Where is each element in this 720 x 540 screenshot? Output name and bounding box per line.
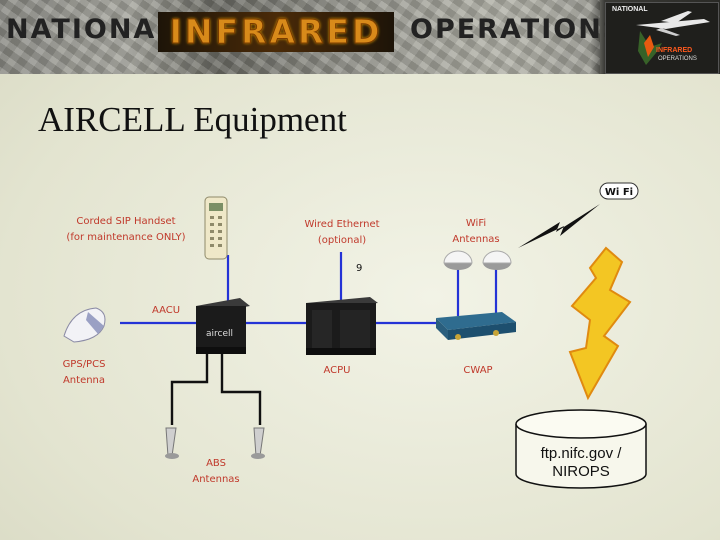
label-abs-1: ABS bbox=[206, 458, 226, 469]
label-gps-1: GPS/PCS bbox=[63, 359, 106, 370]
aacu-brand-text: aircell bbox=[206, 329, 233, 339]
server-line-1: ftp.nifc.gov / bbox=[541, 445, 623, 462]
label-ethernet-1: Wired Ethernet bbox=[304, 219, 379, 230]
wifi-antennas-icon bbox=[444, 251, 511, 270]
label-aacu: AACU bbox=[152, 305, 180, 316]
cable-mark-9: 9 bbox=[356, 263, 362, 274]
label-handset-1: Corded SIP Handset bbox=[76, 216, 175, 227]
label-acpu: ACPU bbox=[324, 365, 351, 376]
label-wifi-antennas-2: Antennas bbox=[452, 234, 499, 245]
cwap-unit-icon bbox=[436, 312, 516, 340]
server-line-2: NIROPS bbox=[552, 463, 610, 480]
wireless-signal-icon bbox=[518, 204, 600, 248]
label-handset-2: (for maintenance ONLY) bbox=[66, 232, 185, 243]
wifi-antenna-links bbox=[458, 268, 496, 316]
abs-antennas-icon bbox=[165, 428, 265, 459]
sip-handset-icon bbox=[205, 197, 227, 259]
gps-antenna-icon bbox=[64, 308, 105, 342]
label-cwap: CWAP bbox=[463, 365, 492, 376]
label-gps-2: Antenna bbox=[63, 375, 105, 386]
label-wifi-antennas-1: WiFi bbox=[466, 218, 486, 229]
abs-cables bbox=[172, 350, 260, 425]
lightning-bolt-icon bbox=[570, 248, 630, 398]
wifi-badge: Wi Fi bbox=[600, 183, 638, 199]
wifi-badge-text: Wi Fi bbox=[605, 187, 633, 198]
label-abs-2: Antennas bbox=[192, 474, 239, 485]
acpu-unit-icon bbox=[306, 297, 378, 355]
aacu-unit-icon: aircell bbox=[196, 298, 250, 354]
label-ethernet-2: (optional) bbox=[318, 235, 366, 246]
ftp-server-cylinder: ftp.nifc.gov / NIROPS bbox=[516, 410, 646, 488]
